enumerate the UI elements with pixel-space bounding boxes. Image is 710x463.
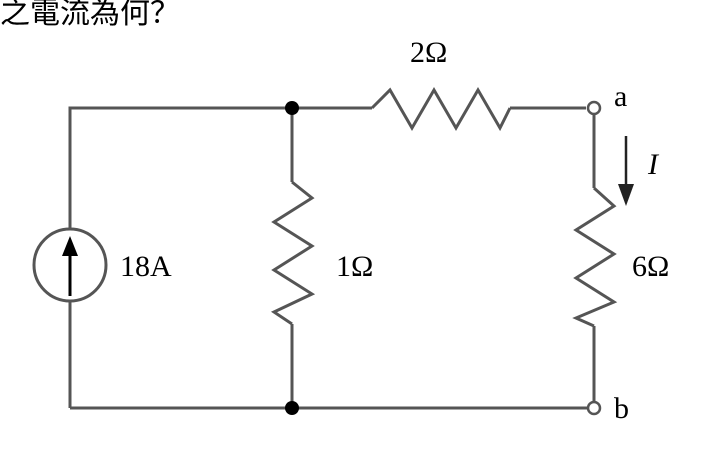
label-terminal-b: b: [614, 392, 629, 425]
current-arrow-icon: [618, 136, 634, 206]
label-18a: 18A: [120, 250, 172, 283]
current-source: [32, 227, 108, 303]
question-fragment: 之電流為何？: [0, 0, 180, 31]
label-terminal-a: a: [614, 80, 627, 113]
label-current: I: [647, 148, 660, 181]
node-top: [285, 101, 299, 115]
source-arrow-icon: [62, 236, 78, 296]
label-6ohm: 6Ω: [632, 250, 669, 283]
terminal-a: [586, 100, 602, 116]
resistor-2ohm: [370, 87, 512, 132]
resistor-6ohm: [572, 186, 618, 328]
resistor-1ohm: [270, 180, 316, 326]
terminal-b: [586, 400, 602, 416]
label-2ohm: 2Ω: [410, 36, 447, 69]
node-bottom: [285, 401, 299, 415]
wire-left: [68, 106, 292, 229]
label-1ohm: 1Ω: [336, 250, 373, 283]
